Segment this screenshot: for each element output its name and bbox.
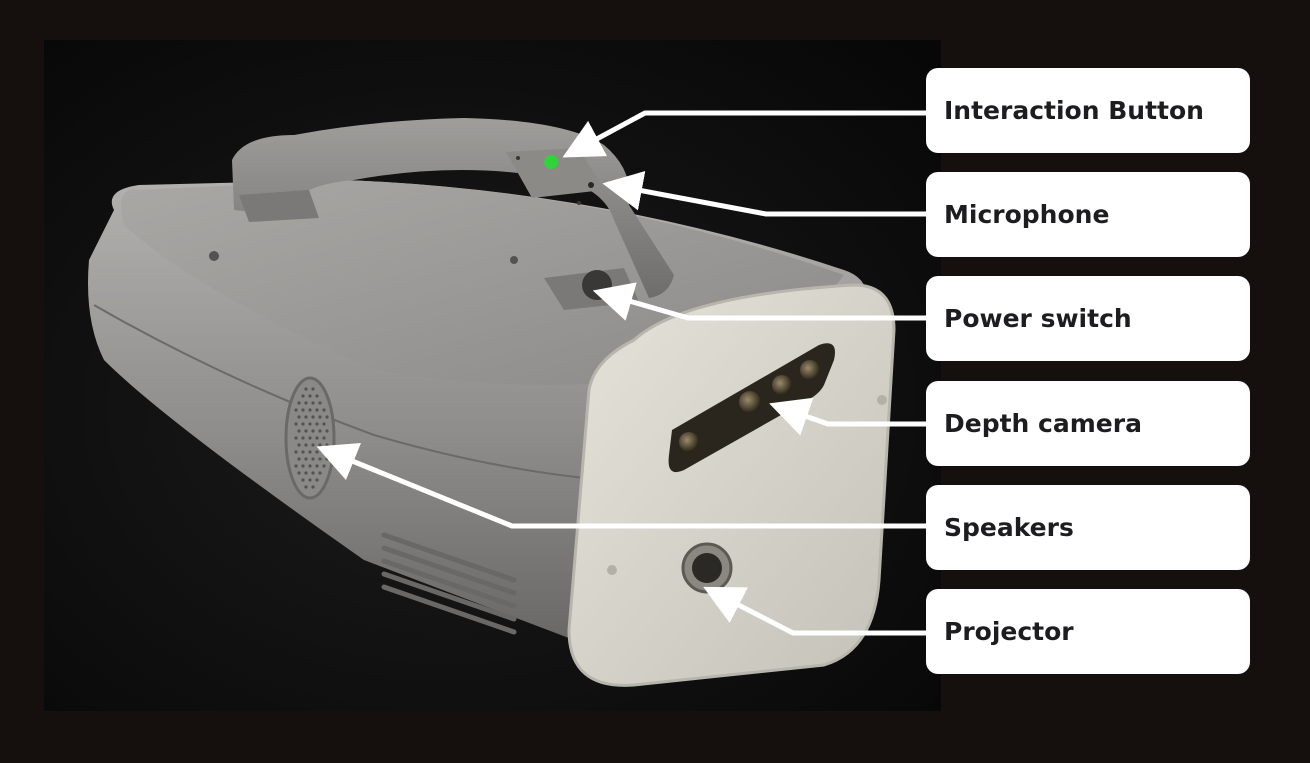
speaker-hole [294,464,298,468]
handle-button-plate [506,148,604,198]
speaker-hole [308,422,312,426]
speaker-hole [311,415,315,419]
speaker-hole [297,429,301,433]
label-speakers: Speakers [926,485,1250,570]
speaker-hole [311,485,315,489]
label-power-switch: Power switch [926,276,1250,361]
speaker-hole [318,443,322,447]
speaker-hole [304,415,308,419]
side-vents [381,532,517,635]
projector-lens [692,553,722,583]
speaker-hole [308,464,312,468]
speaker-hole [311,429,315,433]
speaker-hole [315,478,319,482]
speaker-hole [297,471,301,475]
speaker-hole [301,394,305,398]
handle-pin-1 [516,156,520,160]
speaker-hole [311,457,315,461]
depth-lens-1 [679,432,699,452]
speaker-hole [315,394,319,398]
label-interaction-button-text: Interaction Button [944,96,1204,125]
speaker-hole [304,443,308,447]
speaker-hole [325,429,329,433]
speaker-hole [308,408,312,412]
depth-lens-4 [800,360,820,380]
speaker-hole [311,387,315,391]
depth-lens-2 [739,391,761,413]
device-photo [44,40,941,711]
speaker-hole [318,401,322,405]
power-switch-knob [582,270,612,300]
speaker-hole [315,464,319,468]
speaker-hole [308,436,312,440]
speaker-hole [325,443,329,447]
speaker-hole [301,464,305,468]
front-screw-left [607,565,617,575]
speaker-hole [301,408,305,412]
top-hole-left [209,251,219,261]
speaker-hole [315,422,319,426]
label-microphone: Microphone [926,172,1250,257]
speaker-hole [322,464,326,468]
speaker-hole [322,422,326,426]
speaker-hole [311,401,315,405]
speaker-hole [315,408,319,412]
handle-pin-2 [577,201,581,205]
handle-base [239,190,319,222]
microphone-hole [588,182,594,188]
speaker-hole [308,450,312,454]
speaker-hole [297,457,301,461]
top-hole-right [510,256,518,264]
interaction-button-light [544,155,558,169]
label-microphone-text: Microphone [944,200,1110,229]
speaker-hole [308,478,312,482]
speaker-hole [297,415,301,419]
label-depth-camera-text: Depth camera [944,409,1142,438]
label-speakers-text: Speakers [944,513,1074,542]
speaker-hole [294,450,298,454]
speaker-hole [318,457,322,461]
speaker-hole [294,408,298,412]
speaker-hole [301,436,305,440]
depth-lens-3 [772,375,792,395]
speaker-hole [308,394,312,398]
speaker-hole [301,422,305,426]
label-depth-camera: Depth camera [926,381,1250,466]
speaker-hole [322,450,326,454]
speaker-hole [315,436,319,440]
speaker-hole [318,415,322,419]
label-projector: Projector [926,589,1250,674]
speaker-hole [304,387,308,391]
front-screw-right [877,395,887,405]
device-illustration [44,40,941,711]
speaker-hole [301,450,305,454]
speaker-hole [304,485,308,489]
speaker-hole [297,401,301,405]
speaker-hole [304,429,308,433]
label-projector-text: Projector [944,617,1074,646]
speaker-hole [311,443,315,447]
speaker-hole [294,422,298,426]
speaker-hole [322,408,326,412]
speaker-hole [325,415,329,419]
speaker-hole [304,457,308,461]
speaker-hole [304,401,308,405]
speaker-hole [315,450,319,454]
speaker-hole [318,471,322,475]
label-power-switch-text: Power switch [944,304,1132,333]
speaker-hole [294,436,298,440]
speaker-hole [311,471,315,475]
speaker-hole [304,471,308,475]
speaker-hole [325,457,329,461]
speaker-hole [301,478,305,482]
label-interaction-button: Interaction Button [926,68,1250,153]
speaker-hole [297,443,301,447]
speaker-hole [318,429,322,433]
speaker-hole [322,436,326,440]
